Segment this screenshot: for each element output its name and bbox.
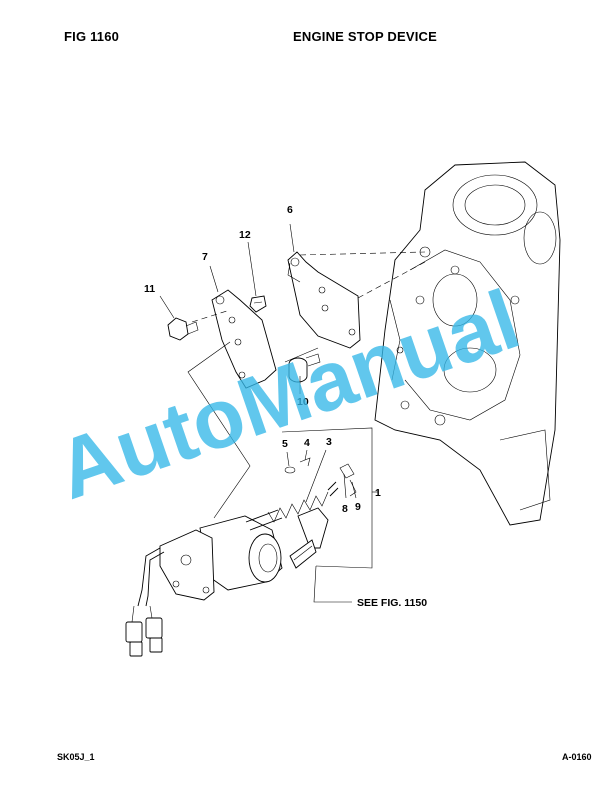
callout-10: 10 bbox=[297, 396, 309, 408]
engine-block bbox=[374, 161, 561, 526]
leader-lines bbox=[159, 223, 426, 603]
watermark-text: AutoManual bbox=[45, 272, 530, 517]
callout-5: 5 bbox=[282, 438, 288, 450]
plunger-spring-assembly bbox=[245, 481, 339, 569]
page-title: ENGINE STOP DEVICE bbox=[293, 29, 437, 44]
callout-7: 7 bbox=[202, 251, 208, 263]
callout-12: 12 bbox=[239, 229, 251, 241]
callout-1: 1 bbox=[375, 487, 381, 499]
bracket-part-7 bbox=[211, 289, 277, 389]
callout-9: 9 bbox=[355, 501, 361, 513]
clip-part-5 bbox=[284, 466, 296, 474]
callout-11: 11 bbox=[144, 283, 155, 295]
bolt-part-10 bbox=[288, 353, 321, 383]
bolt-part-12 bbox=[249, 295, 267, 313]
link-part-8-9 bbox=[339, 463, 357, 497]
pin-part-4 bbox=[299, 457, 311, 467]
figure-number: FIG 1160 bbox=[64, 29, 120, 44]
stop-solenoid bbox=[125, 515, 283, 657]
footer-drawing-code: SK05J_1 bbox=[57, 752, 95, 762]
footer-page-code: A-0160 bbox=[562, 752, 592, 762]
callout-8: 8 bbox=[342, 503, 348, 515]
callout-6: 6 bbox=[287, 204, 293, 216]
bolt-part-11 bbox=[167, 317, 199, 341]
callout-4: 4 bbox=[304, 437, 310, 449]
bracket-part-6 bbox=[287, 251, 361, 349]
callout-3: 3 bbox=[326, 436, 332, 448]
see-figure-reference: SEE FIG. 1150 bbox=[357, 597, 427, 609]
